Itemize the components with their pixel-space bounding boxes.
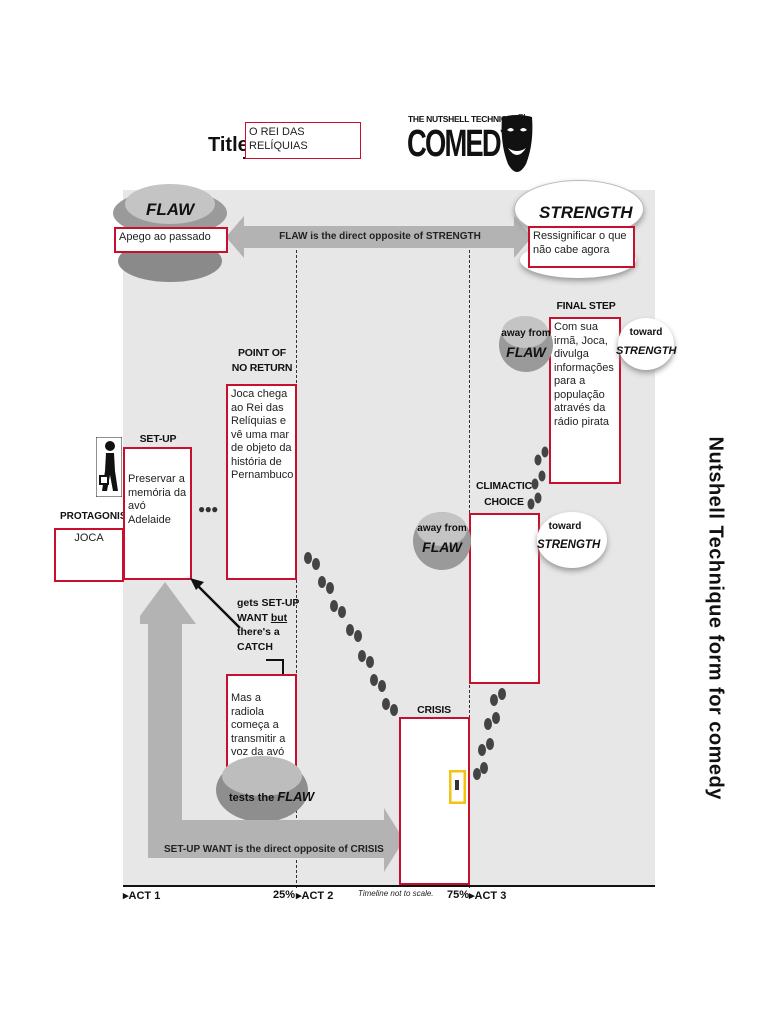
toward-strength-2-l1: toward [629, 327, 663, 338]
comedy-mask-icon [501, 115, 533, 172]
away-flaw-cloud-1-top [417, 512, 467, 546]
ponr-heading-1: POINT OF [238, 347, 286, 359]
timeline-line [123, 885, 655, 887]
setup-want-field[interactable]: Preservar a memória da avó Adelaide [123, 447, 192, 580]
flaw-cloud-puff [125, 184, 215, 224]
flaw-field[interactable]: Apego ao passado [114, 227, 228, 253]
away-flaw-1-l2: FLAW [422, 539, 462, 555]
protagonist-heading: PROTAGONIST [60, 511, 133, 522]
gets-setup-line-4: CATCH [237, 640, 273, 653]
catch-field[interactable]: Mas a radiola começa a transmitir a voz … [226, 674, 297, 772]
toward-strength-1-l1: toward [548, 521, 582, 532]
footprints-1: ● ● ● [198, 502, 218, 516]
title-field[interactable]: O REI DAS RELÍQUIAS [245, 122, 361, 159]
setup-want-value: Preservar a memória da avó Adelaide [128, 473, 187, 526]
toward-strength-2-l2: STRENGTH [616, 345, 677, 357]
catch-pointer-arrow [190, 578, 241, 629]
final-step-value: Com sua irmã, Joca, divulga informações … [554, 321, 614, 428]
protagonist-value: JOCA [74, 532, 104, 544]
toward-strength-cloud-2 [618, 318, 674, 370]
gets-setup-line-3: there's a [237, 626, 280, 638]
timeline-note: Timeline not to scale. [358, 889, 434, 898]
climactic-heading-2: CHOICE [484, 496, 524, 508]
crisis-heading: CRISIS [417, 704, 451, 716]
footprints-3 [473, 688, 506, 780]
tests-flaw-cloud-top [222, 756, 302, 796]
tests-flaw-text: tests the FLAW [229, 789, 315, 804]
final-step-field[interactable]: Com sua irmã, Joca, divulga informações … [549, 317, 621, 484]
footprints-2 [304, 552, 398, 716]
toward-strength-1-l2: STRENGTH [537, 539, 601, 551]
crisis-value [401, 719, 468, 723]
gets-setup-text: gets SET-UP WANT but there's a CATCH [237, 596, 299, 654]
ponr-value: Joca chega ao Rei das Relíquias e vê uma… [231, 388, 294, 481]
strength-value: Ressignificar o que não cabe agora [533, 230, 627, 256]
gets-setup-line-1: gets SET-UP [237, 597, 300, 609]
gets-setup-line-2: WANT but [237, 611, 288, 624]
side-title: Nutshell Technique form for comedy [704, 436, 727, 800]
walking-person-icon [96, 437, 122, 497]
climactic-value [471, 515, 538, 519]
climactic-heading-1: CLIMACTIC [476, 480, 532, 492]
away-flaw-2-l1: away from [501, 328, 551, 339]
ponr-heading-2: NO RETURN [231, 362, 293, 374]
flaw-value: Apego ao passado [119, 231, 211, 243]
timeline-75: 75% [447, 889, 470, 901]
footprints-4 [527, 446, 549, 510]
flaw-strength-text: FLAW is the direct opposite of STRENGTH [279, 231, 481, 242]
ponr-field[interactable]: Joca chega ao Rei das Relíquias e vê uma… [226, 384, 297, 580]
timeline-act2: ▸ACT 2 [296, 890, 334, 902]
strength-heading: STRENGTH [539, 203, 633, 222]
logo-line2: COMEDY [407, 123, 518, 165]
away-flaw-2-l2: FLAW [506, 344, 546, 360]
protagonist-field[interactable]: JOCA [54, 528, 124, 582]
logo: THE NUTSHELL TECHNIQUETM COMEDY [407, 114, 533, 184]
strength-field[interactable]: Ressignificar o que não cabe agora [528, 226, 635, 268]
climactic-field[interactable] [469, 513, 540, 684]
final-step-heading: FINAL STEP [556, 300, 616, 312]
flaw-heading: FLAW [146, 200, 195, 219]
away-flaw-1-l1: away from [417, 523, 467, 534]
door-icon [449, 770, 466, 804]
setup-crisis-text: SET-UP WANT is the direct opposite of CR… [164, 844, 384, 855]
timeline-act1: ▸ACT 1 [123, 890, 161, 902]
setup-crisis-arrow [140, 582, 404, 872]
flaw-strength-arrow [226, 216, 532, 258]
title-label: Title: [208, 134, 256, 156]
catch-value: Mas a radiola começa a transmitir a voz … [231, 692, 286, 758]
timeline-act3: ▸ACT 3 [469, 890, 507, 902]
away-flaw-cloud-2-top [502, 316, 548, 348]
timeline-25: 25% [273, 889, 296, 901]
toward-strength-cloud-1 [537, 512, 607, 568]
title-value: O REI DAS RELÍQUIAS [249, 126, 308, 152]
